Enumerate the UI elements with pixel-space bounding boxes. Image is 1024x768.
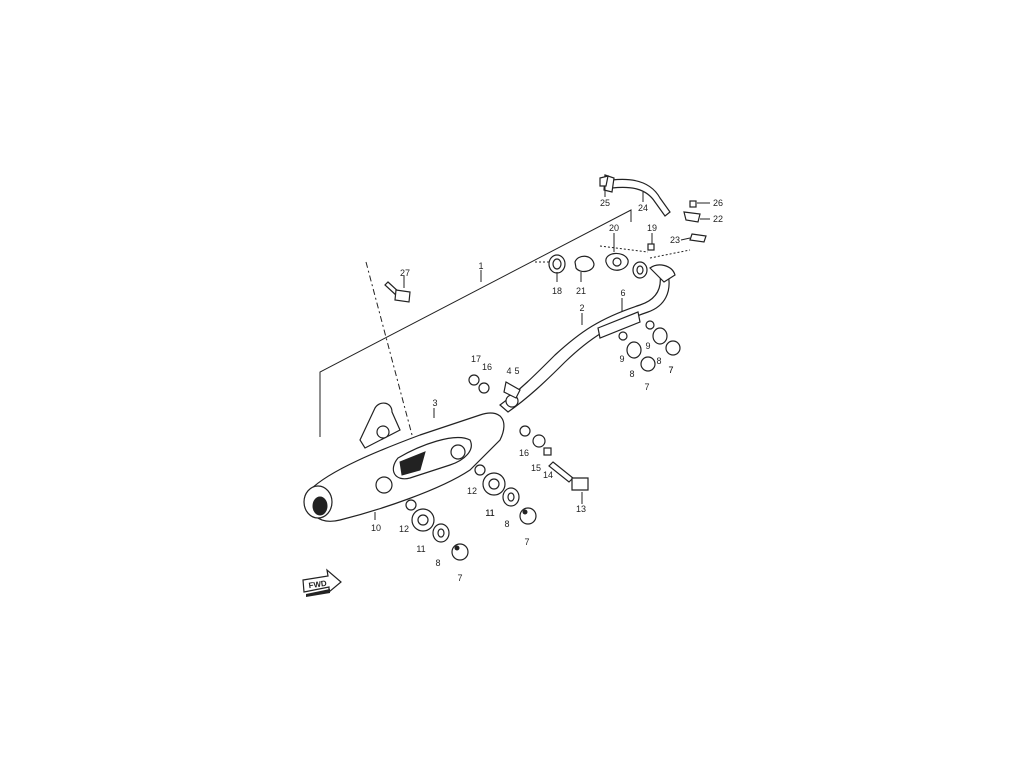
part-label: 4 [506, 366, 511, 376]
part-label: 1 [478, 261, 483, 271]
muffler [303, 402, 505, 522]
part-label: 7 [644, 382, 649, 392]
bolt-13 [548, 461, 589, 491]
part-label: 27 [400, 268, 410, 278]
part-label: 17 [471, 354, 481, 364]
part-label: 9 [619, 354, 624, 364]
part-label: 7 [668, 365, 673, 375]
clip-26 [689, 200, 697, 208]
washer-12-lower [405, 499, 417, 511]
bolt-7-a [640, 356, 656, 372]
part-number-labels: 1 2 3 4 5 6 7 7 7 7 7 8 8 8 8 9 9 10 11 … [371, 198, 723, 583]
washer-16-right [519, 425, 531, 437]
flange-20 [605, 252, 629, 271]
part-label: 22 [713, 214, 723, 224]
clip-22 [683, 211, 701, 223]
part-label: 2 [579, 303, 584, 313]
collar-8-a [626, 341, 642, 359]
bolt-19 [647, 243, 655, 251]
collar-8-mid [502, 487, 520, 507]
part-label: 23 [670, 235, 680, 245]
part-label: 5 [514, 366, 519, 376]
part-label: 16 [482, 362, 492, 372]
part-label: 15 [531, 463, 541, 473]
part-label: 8 [435, 558, 440, 568]
nut-17 [468, 374, 480, 386]
part-label: 20 [609, 223, 619, 233]
part-label: 13 [576, 504, 586, 514]
part-label: 7 [524, 537, 529, 547]
part-label: 26 [713, 198, 723, 208]
washer-9-a [618, 331, 628, 341]
clip-23 [689, 233, 707, 243]
part-label: 6 [620, 288, 625, 298]
fwd-arrow-icon: FWD [302, 568, 342, 597]
exhaust-pipe [499, 264, 676, 413]
part-label: 14 [543, 470, 553, 480]
part-label: 24 [638, 203, 648, 213]
part-label: 3 [432, 398, 437, 408]
clip-25 [599, 175, 609, 187]
part-label: 9 [645, 341, 650, 351]
part-label: 8 [504, 519, 509, 529]
washer-9-b [645, 320, 655, 330]
part-label: 8 [629, 369, 634, 379]
bolt-7-b [665, 340, 681, 356]
stud-4-5 [503, 381, 521, 399]
part-label: 19 [647, 223, 657, 233]
part-label: 12 [399, 524, 409, 534]
washer-16-left [478, 382, 490, 394]
part-label: 25 [600, 198, 610, 208]
part-label: 7 [457, 573, 462, 583]
collar-8-b [652, 327, 668, 345]
bolt-27 [384, 281, 411, 303]
part-label: 8 [656, 356, 661, 366]
clamp-21 [574, 255, 595, 273]
assembly-bracket-line [319, 209, 632, 437]
nut-14 [543, 447, 552, 456]
part-label: 21 [576, 286, 586, 296]
part-label: 11 [485, 508, 494, 518]
dashed-leader [535, 245, 691, 263]
bolt-7-lower [451, 543, 469, 561]
fwd-label: FWD [308, 579, 328, 590]
leader-lines [374, 186, 710, 520]
part-label: 10 [371, 523, 381, 533]
part-label: 16 [519, 448, 529, 458]
collar-8-lower [432, 523, 450, 543]
gasket-18 [548, 254, 566, 274]
damper-11-mid [482, 472, 506, 496]
damper-11-lower [411, 508, 435, 532]
part-label: 12 [467, 486, 477, 496]
part-label: 11 [485, 508, 494, 518]
washer-12-mid [474, 464, 486, 476]
collar [632, 261, 648, 279]
part-label: 7 [668, 365, 673, 375]
bolt-7-mid [519, 507, 537, 525]
washer-15 [532, 434, 546, 448]
part-label: 11 [416, 544, 425, 554]
part-label: 18 [552, 286, 562, 296]
